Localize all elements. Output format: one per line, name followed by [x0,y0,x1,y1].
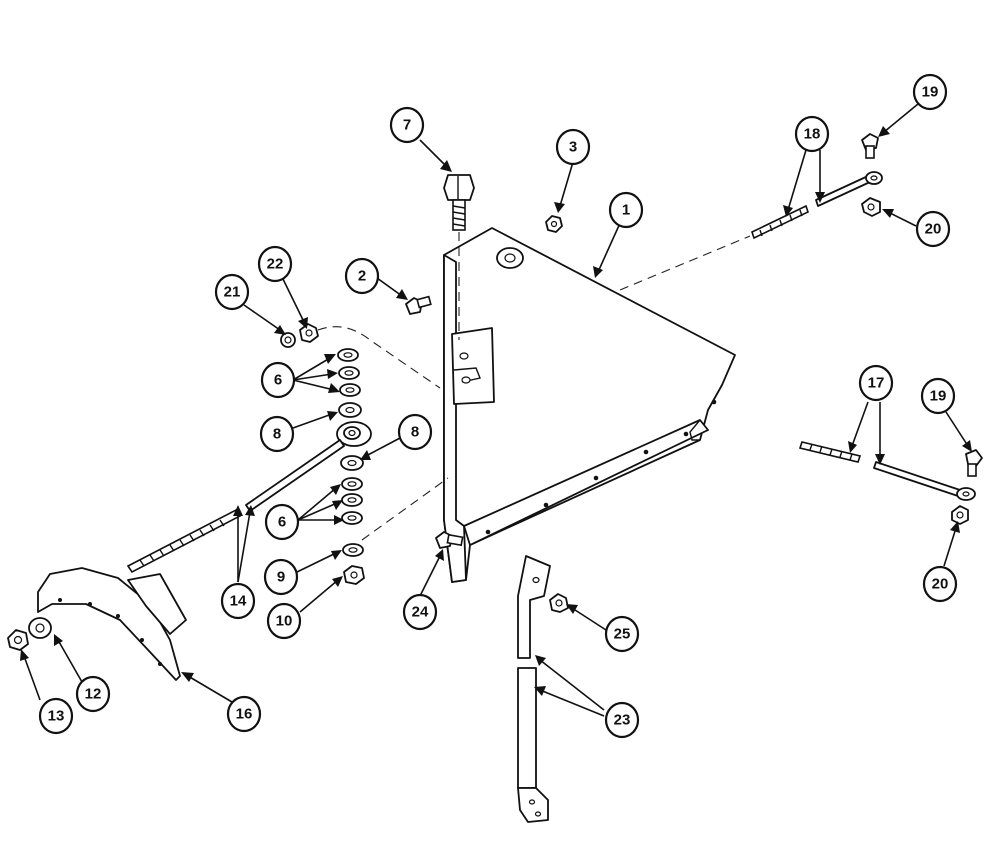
svg-text:8: 8 [273,426,281,443]
svg-text:17: 17 [868,375,885,392]
callout-8-left: 8 [259,415,295,453]
nut-3 [545,215,563,233]
nut-21 [280,332,296,348]
svg-text:3: 3 [569,139,577,156]
rod-17 [798,441,976,501]
svg-text:25: 25 [614,626,631,643]
svg-text:19: 19 [922,84,939,101]
callout-6-lower: 6 [264,503,300,541]
svg-text:1: 1 [622,202,630,219]
callout-12: 12 [75,675,111,713]
nut-25 [549,593,569,613]
callout-9: 9 [263,558,299,596]
callout-13: 13 [38,697,74,735]
callout-19-lower: 19 [920,377,956,415]
bolt-2 [405,295,432,315]
svg-text:23: 23 [614,712,631,729]
bolt-24 [435,531,464,549]
svg-text:2: 2 [358,268,366,285]
nut-20-lower [951,505,969,525]
callout-18: 18 [794,115,830,153]
strap-23 [517,555,551,823]
callout-21: 21 [214,273,250,311]
callout-10: 10 [266,602,302,640]
bolt-19-lower [965,449,983,477]
svg-text:6: 6 [278,514,286,531]
nut-13 [7,629,29,651]
svg-text:20: 20 [932,576,949,593]
callout-20-upper: 20 [915,210,951,248]
threaded-rod-14 [126,439,345,574]
svg-text:21: 21 [224,284,241,301]
callout-20-lower: 20 [922,565,958,603]
nut-12 [28,617,52,639]
svg-text:16: 16 [236,706,253,723]
svg-text:12: 12 [85,686,102,703]
svg-text:19: 19 [930,388,947,405]
callout-23: 23 [604,701,640,739]
bearing-eye [336,421,372,447]
main-bracket-plate [443,227,736,583]
callout-19-upper: 19 [912,73,948,111]
svg-text:9: 9 [277,569,285,586]
bolt-7 [443,174,475,340]
callout-24: 24 [402,593,438,631]
svg-text:7: 7 [403,117,411,134]
callout-2: 2 [344,257,380,295]
svg-text:24: 24 [412,604,429,621]
nut-20-upper [861,197,881,217]
svg-text:20: 20 [925,221,942,238]
leader-lines [20,103,972,717]
callout-3: 3 [555,128,591,166]
callout-6-upper: 6 [260,361,296,399]
hidden-line-21-22 [317,326,441,389]
svg-text:22: 22 [267,256,284,273]
callout-17: 17 [858,364,894,402]
svg-text:14: 14 [230,593,247,610]
guard-bracket-16 [37,567,187,681]
svg-text:6: 6 [274,372,282,389]
callout-16: 16 [226,695,262,733]
nut-22 [299,323,319,343]
washer-stack-lower [340,455,365,585]
callout-25: 25 [604,615,640,653]
callout-7: 7 [389,106,425,144]
callout-8-right: 8 [397,413,433,451]
svg-text:18: 18 [804,126,821,143]
hidden-line-washers [361,477,449,541]
svg-text:8: 8 [411,424,419,441]
hidden-line-18 [619,235,751,291]
rod-18 [751,171,883,240]
svg-text:13: 13 [48,708,65,725]
svg-text:10: 10 [276,613,293,630]
washer-stack-upper [337,348,362,418]
callout-1: 1 [608,191,644,229]
bolt-19-upper [861,133,879,159]
callout-22: 22 [257,245,293,283]
callout-14: 14 [220,582,256,620]
